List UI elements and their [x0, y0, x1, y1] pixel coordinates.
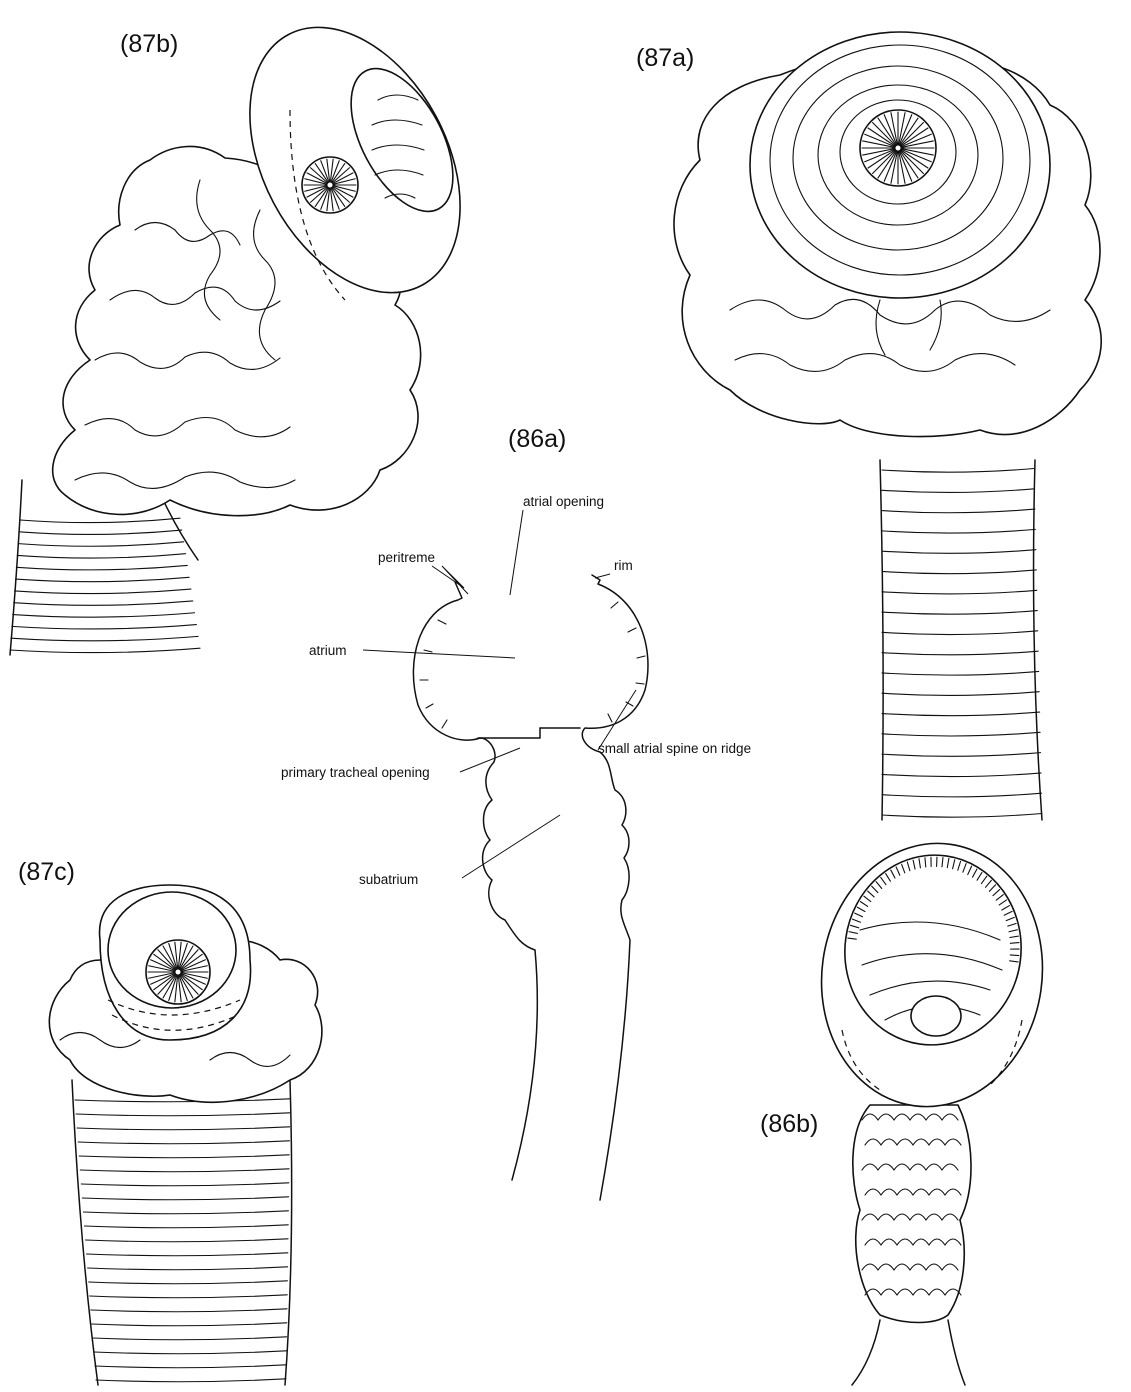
ring-line — [17, 554, 185, 558]
ring-line — [84, 1225, 288, 1228]
ring-line — [882, 529, 1035, 533]
ring-line — [76, 1113, 290, 1116]
figure-label-86b: (86b) — [760, 1110, 818, 1138]
ring-line — [13, 613, 195, 617]
ring-line — [87, 1253, 288, 1256]
tracheal-opening-86b — [911, 996, 961, 1036]
figure-87a-drawing — [674, 32, 1101, 820]
ring-line — [90, 1295, 288, 1298]
ring-line — [86, 1239, 289, 1242]
callout-small-atrial-spine: small atrial spine on ridge — [598, 741, 751, 756]
atrial-spine — [636, 683, 644, 684]
ring-line — [882, 753, 1041, 757]
ring-line — [94, 1351, 287, 1354]
atrial-spines — [420, 602, 645, 728]
ring-line — [82, 1197, 288, 1200]
atrium-outline-right — [582, 575, 648, 1200]
ring-line — [16, 565, 187, 569]
body-ring-lines-87c — [75, 1099, 290, 1382]
ring-line — [882, 509, 1035, 513]
rim-tooth — [1010, 955, 1019, 956]
ring-line — [882, 489, 1034, 493]
ring-line — [15, 589, 191, 593]
ring-line — [882, 692, 1039, 696]
figure-87c-drawing — [49, 885, 322, 1385]
ring-line — [77, 1127, 290, 1130]
atrial-spine — [637, 656, 645, 658]
ring-line — [882, 671, 1039, 675]
ring-line — [11, 636, 198, 640]
ring-line — [20, 518, 180, 522]
callout-atrium: atrium — [309, 643, 347, 658]
ring-line — [78, 1141, 289, 1144]
ring-line — [15, 577, 189, 581]
ring-line — [18, 542, 183, 546]
ring-line — [83, 1211, 288, 1214]
ring-line — [12, 625, 197, 629]
figure-label-87b: (87b) — [120, 30, 178, 58]
ring-line — [882, 814, 1042, 818]
ring-line — [92, 1323, 287, 1326]
ring-line — [81, 1183, 288, 1186]
body-ring-lines-87a — [882, 469, 1042, 818]
atrium-outline-left — [413, 582, 537, 1180]
ring-line — [882, 651, 1038, 655]
ring-line — [19, 530, 182, 534]
ring-line — [79, 1155, 289, 1158]
figure-label-87c: (87c) — [18, 858, 75, 886]
atrial-spine — [426, 704, 433, 708]
ring-line — [882, 469, 1034, 473]
ring-line — [882, 570, 1036, 574]
figure-86a-drawing — [363, 510, 648, 1200]
callout-rim: rim — [614, 558, 633, 573]
ring-line — [882, 590, 1037, 594]
rim-tooth — [1010, 943, 1019, 944]
ring-line — [882, 793, 1042, 797]
ring-line — [88, 1267, 288, 1270]
ring-line — [95, 1365, 286, 1368]
ring-line — [882, 712, 1040, 716]
callout-subatrium: subatrium — [359, 872, 418, 887]
figure-86b-drawing — [805, 829, 1060, 1385]
body-ring-lines-87b — [10, 518, 200, 652]
atrial-spine — [628, 628, 636, 632]
atrial-spine — [442, 720, 447, 728]
ring-line — [89, 1281, 288, 1284]
atrial-spine — [438, 620, 446, 624]
ring-line — [882, 631, 1038, 635]
ring-line — [80, 1169, 289, 1172]
ring-line — [882, 611, 1037, 615]
ring-line — [882, 773, 1041, 777]
figure-label-87a: (87a) — [636, 44, 694, 72]
atrial-spine — [424, 650, 432, 652]
atrial-spine — [608, 714, 612, 722]
ring-line — [10, 648, 200, 652]
callout-peritreme: peritreme — [378, 550, 435, 565]
ring-line — [882, 732, 1040, 736]
ring-line — [93, 1337, 287, 1340]
atrial-spine — [611, 602, 618, 608]
ring-line — [14, 601, 193, 605]
ring-line — [882, 550, 1036, 554]
callout-primary-tracheal-opening: primary tracheal opening — [281, 765, 430, 780]
callout-atrial-opening: atrial opening — [523, 494, 604, 509]
ring-line — [91, 1309, 287, 1312]
ring-line — [96, 1379, 286, 1382]
figure-label-86a: (86a) — [508, 425, 566, 453]
